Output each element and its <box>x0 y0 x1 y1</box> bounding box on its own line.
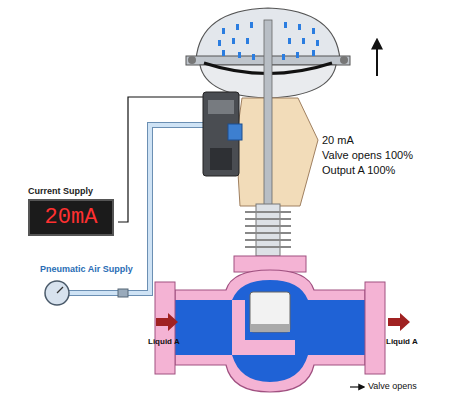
current-display: Current Supply 20mA <box>28 186 114 236</box>
up-arrow <box>376 40 378 76</box>
positioner-body <box>210 148 232 170</box>
yoke <box>236 98 318 206</box>
pipe-valve <box>118 289 128 297</box>
signal-wire <box>118 97 212 222</box>
air-supply-gauge <box>45 281 69 305</box>
outlet-flange <box>365 282 385 374</box>
positioner-cover <box>208 100 234 114</box>
valve-status: Valve opens 100% <box>322 149 413 161</box>
flow-label: Liquid A <box>386 337 418 346</box>
open-arrow <box>350 386 364 387</box>
display-box: 20mA <box>28 199 114 236</box>
signal-value: 20 mA <box>322 134 354 146</box>
valve-body <box>175 270 365 392</box>
flow-passage <box>175 280 365 382</box>
bolt <box>188 56 196 64</box>
air-supply-label: Pneumatic Air Supply <box>40 264 133 274</box>
valve-plug <box>250 292 290 332</box>
inlet-flange <box>155 282 175 374</box>
flow-arrow-in <box>156 313 178 331</box>
plug-seat <box>250 324 290 332</box>
gauge-needle <box>57 287 63 293</box>
flow-label: Liquid A <box>148 337 180 346</box>
cooling-fins <box>245 212 291 247</box>
flow-arrow-out <box>388 313 410 331</box>
output-status: Output A 100% <box>322 164 395 176</box>
display-heading: Current Supply <box>28 186 114 196</box>
display-reading: 20mA <box>45 205 98 230</box>
valve-opens-label: Valve opens <box>368 381 417 391</box>
bolt <box>340 56 348 64</box>
positioner-label <box>228 124 242 140</box>
